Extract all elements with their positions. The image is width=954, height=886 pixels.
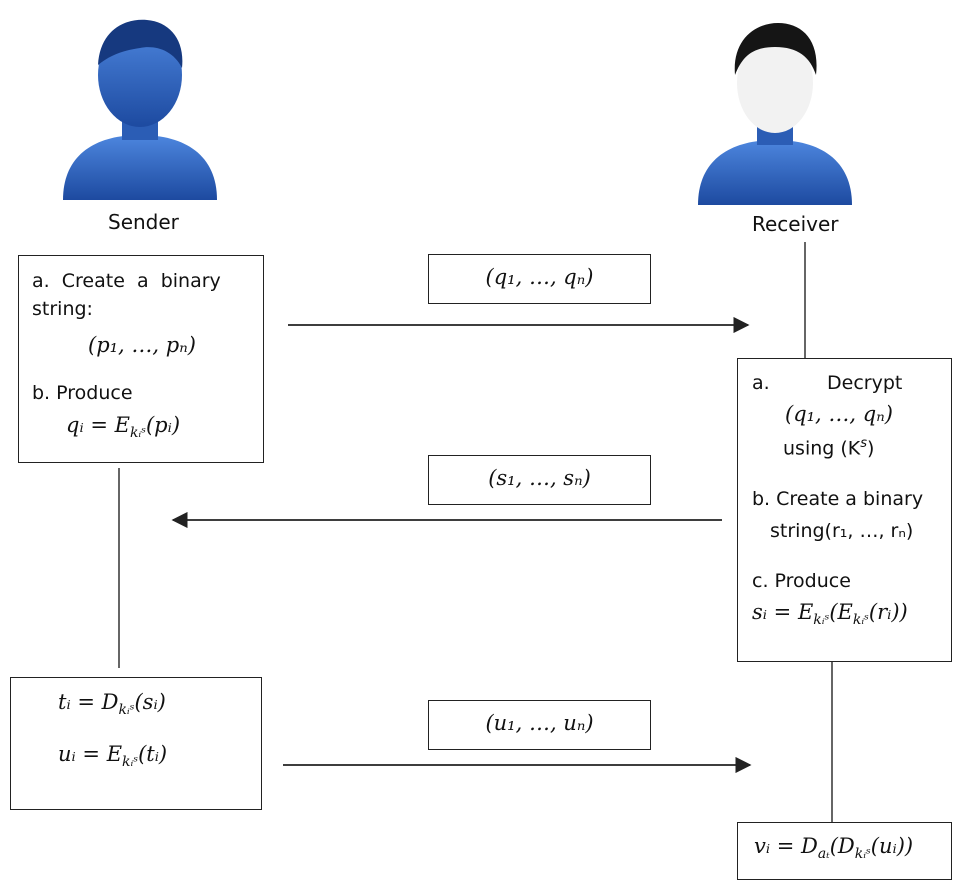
sender-step-b-formula: qᵢ = Ekᵢˢ(pᵢ) xyxy=(66,413,181,442)
sender-result-box xyxy=(10,677,262,810)
sender-avatar-icon xyxy=(63,19,217,200)
sender-step-b-label: b. Produce xyxy=(32,382,133,404)
message-box-1 xyxy=(428,254,651,304)
receiver-v-formula: vᵢ = Daₜ(Dkᵢˢ(uᵢ)) xyxy=(754,834,914,863)
sender-label: Sender xyxy=(108,210,179,234)
sender-step-a-line2: string: xyxy=(32,298,93,320)
receiver-step-a-tuple: (q₁, …, qₙ) xyxy=(785,402,893,426)
receiver-step-a-using: using (Ks) xyxy=(783,436,875,460)
receiver-step-a-letter: a. xyxy=(752,372,770,394)
sender-step-a-line1: a. Create a binary xyxy=(32,270,221,292)
receiver-step-b-line2: string(r₁, …, rₙ) xyxy=(770,520,914,542)
receiver-step-c-formula: sᵢ = Ekᵢˢ(Ekᵢˢ(rᵢ)) xyxy=(752,600,908,629)
sender-t-formula: tᵢ = Dkᵢˢ(sᵢ) xyxy=(58,690,166,719)
message-3-label: (u₁, …, uₙ) xyxy=(485,711,594,735)
sender-step-box xyxy=(18,255,264,463)
message-2-label: (s₁, …, sₙ) xyxy=(488,466,591,490)
message-box-3 xyxy=(428,700,651,750)
message-1-label: (q₁, …, qₙ) xyxy=(485,265,594,289)
receiver-avatar-icon xyxy=(698,23,852,205)
message-box-2 xyxy=(428,455,651,505)
receiver-step-box xyxy=(737,358,952,662)
receiver-step-b-line1: b. Create a binary xyxy=(752,488,924,510)
receiver-result-box xyxy=(737,822,952,880)
sender-u-formula: uᵢ = Ekᵢˢ(tᵢ) xyxy=(58,742,168,771)
receiver-step-a-word: Decrypt xyxy=(827,372,903,394)
receiver-step-c-label: c. Produce xyxy=(752,570,851,592)
receiver-label: Receiver xyxy=(752,212,839,236)
sender-step-a-tuple: (p₁, …, pₙ) xyxy=(88,333,196,357)
